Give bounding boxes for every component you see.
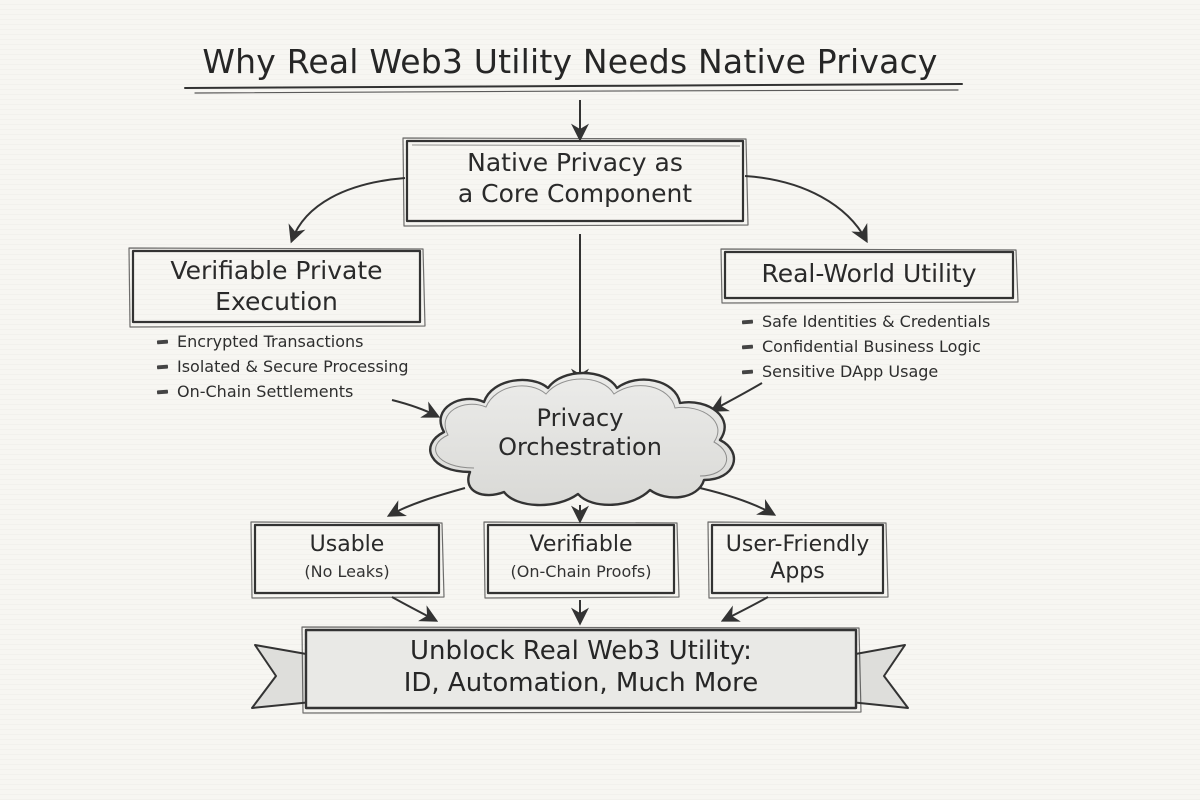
left-bullet-list: Encrypted Transactions Isolated & Secure… bbox=[155, 329, 409, 404]
core-box-frame bbox=[402, 137, 749, 227]
outcome-verifiable: Verifiable (On-Chain Proofs) bbox=[488, 532, 674, 581]
outcome-user-friendly-title: User-Friendly bbox=[725, 532, 870, 557]
hub-line-2: Orchestration bbox=[498, 433, 662, 462]
list-item: Safe Identities & Credentials bbox=[740, 309, 990, 334]
outcome-verifiable-title: Verifiable bbox=[529, 532, 633, 557]
outcome-box-frame-2 bbox=[483, 521, 680, 599]
arrow-usable-to-banner bbox=[391, 596, 439, 622]
arrow-hub-to-userfriendly bbox=[699, 487, 777, 516]
list-item: Confidential Business Logic bbox=[740, 334, 990, 359]
arrow-userfriendly-to-banner bbox=[720, 596, 769, 622]
banner-ribbon bbox=[251, 626, 909, 714]
outcome-user-friendly-note: Apps bbox=[770, 558, 825, 584]
hub-line-1: Privacy bbox=[536, 404, 624, 432]
page-title: Why Real Web3 Utility Needs Native Priva… bbox=[202, 42, 938, 81]
outcome-usable: Usable (No Leaks) bbox=[255, 532, 439, 581]
list-item: Sensitive DApp Usage bbox=[740, 359, 990, 384]
core-line-2: a Core Component bbox=[457, 178, 693, 208]
outcome-usable-note: (No Leaks) bbox=[304, 561, 390, 581]
core-line-1: Native Privacy as bbox=[467, 148, 683, 177]
hub-cloud-shape bbox=[429, 371, 736, 507]
left-box-line-2: Execution bbox=[215, 286, 338, 316]
banner-line-1: Unblock Real Web3 Utility: bbox=[410, 636, 752, 666]
arrow-core-to-right bbox=[744, 175, 868, 244]
banner-line-2: ID, Automation, Much More bbox=[403, 667, 759, 698]
outcome-box-frame-3 bbox=[707, 521, 889, 599]
outcome-user-friendly: User-Friendly Apps bbox=[712, 532, 883, 586]
list-item: Isolated & Secure Processing bbox=[155, 354, 409, 379]
arrow-hub-to-usable bbox=[386, 487, 466, 517]
outcome-box-frame-1 bbox=[250, 521, 445, 599]
left-box-line-1: Verifiable Private bbox=[170, 256, 383, 285]
hub-label: Privacy Orchestration bbox=[480, 404, 680, 463]
right-box-frame bbox=[720, 248, 1019, 304]
title-underline bbox=[184, 83, 963, 94]
left-box: Verifiable Private Execution bbox=[133, 256, 420, 317]
arrow-core-to-left bbox=[288, 177, 406, 244]
right-box: Real-World Utility bbox=[725, 259, 1013, 290]
arrow-right-list-to-hub bbox=[709, 382, 763, 412]
list-item: On-Chain Settlements bbox=[155, 379, 409, 404]
outcome-verifiable-note: (On-Chain Proofs) bbox=[510, 561, 652, 581]
outcome-usable-title: Usable bbox=[309, 532, 385, 557]
left-box-frame bbox=[128, 247, 426, 328]
right-box-line-1: Real-World Utility bbox=[761, 259, 977, 288]
core-box: Native Privacy as a Core Component bbox=[407, 148, 743, 209]
banner-label: Unblock Real Web3 Utility: ID, Automatio… bbox=[306, 636, 856, 699]
right-bullet-list: Safe Identities & Credentials Confidenti… bbox=[740, 309, 990, 384]
list-item: Encrypted Transactions bbox=[155, 329, 409, 354]
